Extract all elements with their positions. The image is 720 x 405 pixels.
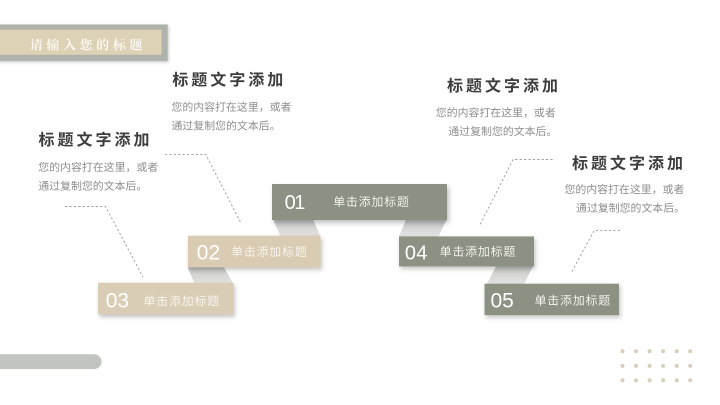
svg-text:01: 01	[285, 192, 306, 214]
svg-text:05: 05	[491, 290, 514, 313]
svg-text:02: 02	[197, 241, 220, 264]
svg-text:03: 03	[106, 290, 129, 313]
svg-text:04: 04	[405, 242, 428, 264]
